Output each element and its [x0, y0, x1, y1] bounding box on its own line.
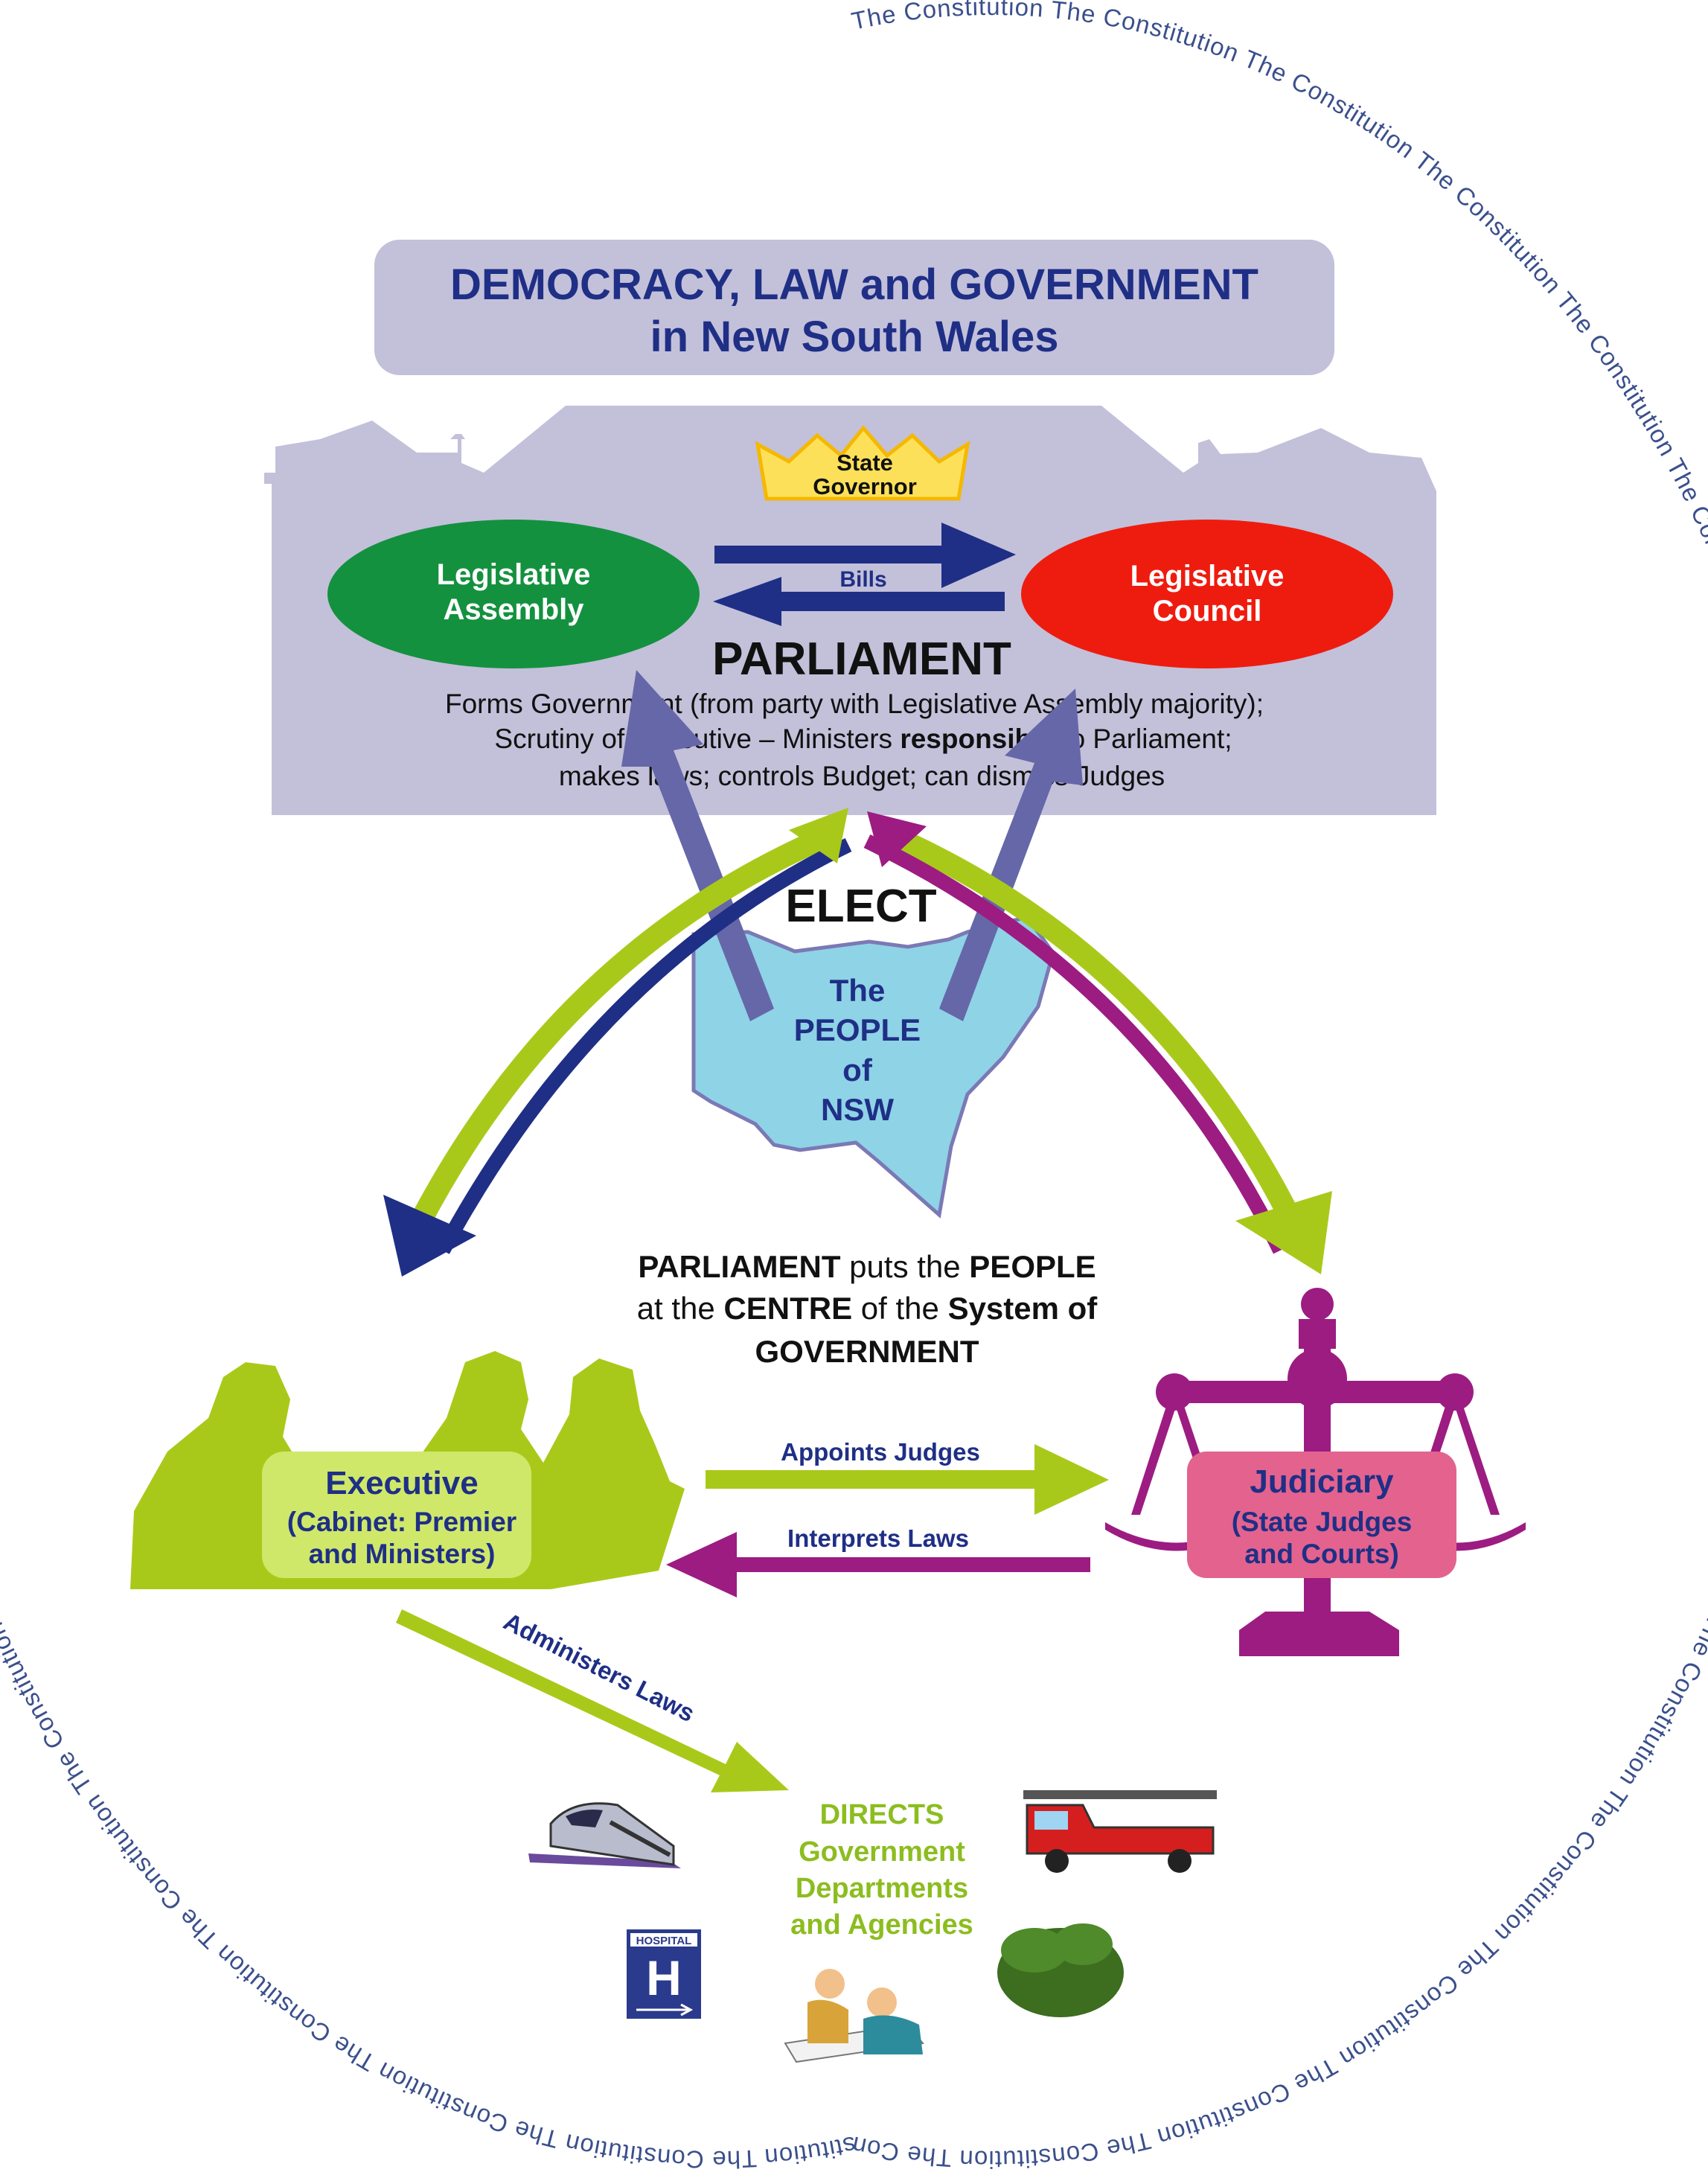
- state-governor-crown: State Governor: [755, 425, 970, 501]
- desc-line-2-post: to Parliament;: [1055, 724, 1232, 754]
- people-of-nsw: The PEOPLE of NSW: [794, 973, 921, 1127]
- executive-line-3: and Ministers): [309, 1539, 496, 1569]
- arc-head-executive: [383, 1195, 476, 1277]
- directs-line-4: and Agencies: [790, 1909, 973, 1941]
- hospital-icon: HOSPITAL H: [627, 1929, 701, 2019]
- executive-box: Executive (Cabinet: Premier and Minister…: [262, 1452, 531, 1578]
- centre-line-2: at the CENTRE of the System of: [637, 1291, 1098, 1326]
- workers-icon: [784, 1969, 924, 2063]
- title-banner: DEMOCRACY, LAW and GOVERNMENT in New Sou…: [374, 240, 1334, 375]
- directs-block: DIRECTS Government Departments and Agenc…: [790, 1799, 973, 1941]
- title-line-2: in New South Wales: [650, 313, 1059, 361]
- centre-2a: at the: [637, 1291, 724, 1326]
- parliament-executive-arc: [383, 808, 852, 1277]
- directs-line-1: DIRECTS: [820, 1799, 944, 1830]
- appoints-judges-arrow: Appoints Judges: [706, 1438, 1109, 1515]
- parliament-judiciary-arc: [863, 811, 1332, 1274]
- bills-arrows: Bills: [713, 523, 1016, 626]
- administers-laws-arrow: Administers Laws: [396, 1607, 789, 1792]
- bills-arrow-left: [713, 577, 1005, 626]
- appoints-label: Appoints Judges: [781, 1438, 980, 1466]
- scales-of-justice: [1105, 1288, 1526, 1656]
- people-line-2: PEOPLE: [794, 1012, 921, 1047]
- directs-line-2: Government: [799, 1836, 965, 1868]
- arc-head-judiciary: [1235, 1191, 1332, 1274]
- centre-line-1: PARLIAMENT puts the PEOPLE: [638, 1249, 1096, 1284]
- hospital-sign-text: HOSPITAL: [636, 1935, 692, 1947]
- elect-arrow-assembly: [621, 670, 774, 1021]
- people-line-3: of: [842, 1053, 873, 1088]
- bills-label: Bills: [839, 567, 886, 592]
- people-line-1: The: [830, 973, 886, 1008]
- council-line-1: Legislative: [1130, 560, 1285, 593]
- title-line-1: DEMOCRACY, LAW and GOVERNMENT: [450, 261, 1258, 309]
- judiciary-line-1: Judiciary: [1250, 1463, 1394, 1500]
- council-line-2: Council: [1153, 595, 1262, 628]
- elect-arrow-council: [939, 689, 1083, 1021]
- centre-2b: CENTRE: [723, 1291, 852, 1326]
- judiciary-line-2: (State Judges: [1232, 1507, 1413, 1537]
- parliament-desc-line-1: Forms Government (from party with Legisl…: [445, 689, 1264, 719]
- bills-arrow-right: [714, 523, 1016, 588]
- centre-2c: of the: [852, 1291, 947, 1326]
- governor-line-2: Governor: [813, 473, 917, 499]
- parliament-heading: PARLIAMENT: [712, 633, 1011, 685]
- fire-truck-icon: [1023, 1790, 1217, 1873]
- centre-line-3: GOVERNMENT: [755, 1334, 979, 1369]
- people-line-4: NSW: [821, 1092, 894, 1127]
- arc-head-parliament-left: [789, 808, 848, 863]
- assembly-line-1: Legislative: [437, 558, 591, 591]
- centre-statement: PARLIAMENT puts the PEOPLE at the CENTRE…: [637, 1249, 1098, 1369]
- executive-line-2: (Cabinet: Premier: [287, 1507, 516, 1537]
- legislative-assembly: Legislative Assembly: [327, 520, 700, 668]
- legislative-council: Legislative Council: [1021, 520, 1393, 668]
- assembly-line-2: Assembly: [444, 593, 585, 626]
- elect-label: ELECT: [785, 881, 936, 932]
- judiciary-line-3: and Courts): [1244, 1539, 1399, 1569]
- directs-line-3: Departments: [796, 1873, 968, 1904]
- interprets-label: Interprets Laws: [787, 1524, 969, 1552]
- executive-line-1: Executive: [325, 1465, 478, 1501]
- judiciary-box: Judiciary (State Judges and Courts): [1187, 1452, 1456, 1578]
- centre-2d: System of: [948, 1291, 1098, 1326]
- governor-line-1: State: [837, 450, 893, 476]
- train-icon: [528, 1802, 681, 1868]
- arc-head-parliament-right: [867, 811, 927, 867]
- centre-1b: puts the: [841, 1249, 970, 1284]
- hospital-letter: H: [646, 1950, 682, 2005]
- centre-1c: PEOPLE: [969, 1249, 1096, 1284]
- interprets-laws-arrow: Interprets Laws: [666, 1524, 1090, 1597]
- tree-icon: [997, 1923, 1124, 2017]
- centre-1a: PARLIAMENT: [638, 1249, 841, 1284]
- parliament-desc-line-2: Scrutiny of Executive – Ministers respon…: [494, 724, 1232, 754]
